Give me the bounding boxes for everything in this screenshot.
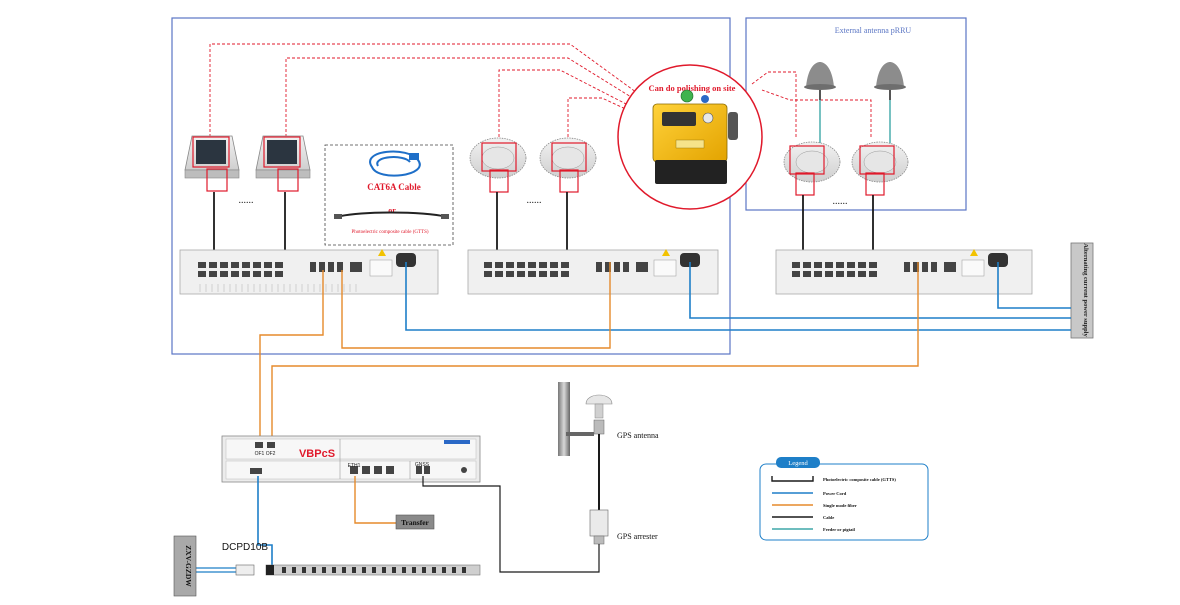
- gps-antenna-label: GPS antenna: [617, 431, 659, 440]
- dcpd-power-line: [257, 476, 273, 572]
- transfer-line: [354, 476, 396, 524]
- polishing-machine-icon: [652, 89, 738, 184]
- legend-title: Legend: [788, 460, 808, 467]
- cable-options-box: [324, 144, 454, 246]
- zxv-box: [173, 535, 197, 597]
- legend-swatch-composite: [771, 476, 814, 482]
- legend-item-power: Power Cord: [823, 491, 847, 496]
- polishing-dashed-lines: [209, 43, 872, 137]
- polishing-label: Can do polishing on site: [649, 83, 736, 93]
- prru-box-2: [255, 135, 311, 192]
- feeder-lines: [819, 100, 891, 150]
- prru-round-1: [469, 137, 527, 193]
- prru-round-3: [783, 141, 841, 196]
- zxv-cable: [196, 567, 238, 573]
- hub-unit-2: [467, 249, 719, 295]
- hub-unit-1: [179, 249, 439, 295]
- power-supply-label: Alternating current power supply: [1082, 243, 1089, 337]
- legend: Legend Photoelectric composite cable (GT…: [759, 457, 929, 541]
- vbpcs-unit: [221, 435, 481, 483]
- zxv-label: ZXV-GZDW: [184, 545, 193, 587]
- gnss-label: GNSS: [415, 462, 430, 468]
- legend-frame: [759, 463, 929, 541]
- prru-box-1: [184, 135, 240, 192]
- dots-3: ......: [833, 196, 848, 207]
- legend-item-fiber: Single mode fiber: [823, 503, 857, 508]
- prru-round-2: [539, 137, 597, 193]
- gps-arrester-icon: [589, 509, 609, 545]
- gps-antenna-icon: [585, 394, 613, 435]
- vbpcs-label: VBPcS: [299, 448, 335, 460]
- external-antenna-label: External antenna pRRU: [835, 26, 912, 35]
- eth1-label: ETH1: [348, 463, 361, 469]
- composite-cable-icon: [334, 211, 449, 219]
- legend-item-feeder: Feeder or pigtail: [823, 527, 856, 532]
- transfer-box: [395, 514, 435, 530]
- zxv-connector: [235, 564, 255, 576]
- hub-unit-3: [775, 249, 1033, 295]
- external-antenna-1: [804, 62, 836, 100]
- transfer-label: Transfer: [401, 518, 429, 527]
- dots-2: ......: [527, 195, 542, 206]
- dcpd-pdu: [265, 564, 481, 576]
- cat6a-label: CAT6A Cable: [367, 182, 421, 192]
- legend-item-composite: Photoelectric composite cable (GTTS): [823, 477, 896, 482]
- ac-power-supply: [1070, 242, 1094, 339]
- dcpd-label: DCPD10B: [222, 542, 268, 553]
- fiber-lines: [259, 262, 919, 440]
- gps-arrester-label: GPS arrester: [617, 532, 658, 541]
- cat6a-cable-icon: [369, 150, 421, 177]
- of1of2-label: OF1 OF2: [255, 451, 276, 457]
- power-cords: [405, 262, 1071, 331]
- legend-item-cable: Cable: [823, 515, 834, 520]
- or-label: or: [388, 206, 396, 215]
- gnss-line: [422, 476, 600, 573]
- dots-1: ......: [239, 195, 254, 206]
- gps-pole: [558, 382, 594, 456]
- legend-title-bg: [776, 457, 820, 468]
- external-antenna-frame: [745, 17, 967, 211]
- composite-label: Photoelectric composite cable (GTTS): [351, 230, 428, 235]
- prru-round-4: [851, 141, 909, 196]
- external-antenna-2: [874, 62, 906, 100]
